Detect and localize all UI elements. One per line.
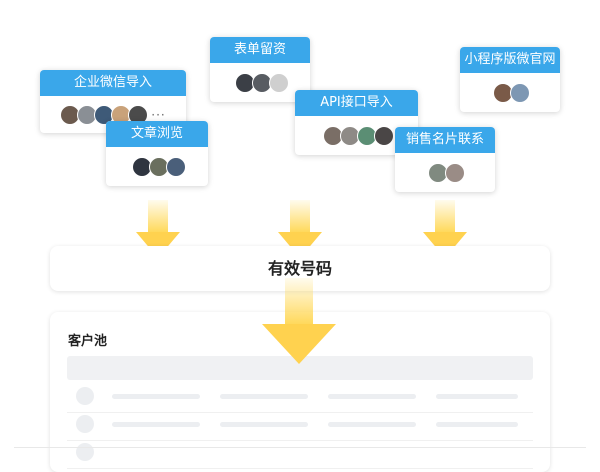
avatar-group <box>106 147 208 186</box>
cell-placeholder <box>112 422 200 427</box>
source-card-article: 文章浏览 <box>106 121 208 186</box>
more-avatars-indicator: ··· <box>151 107 166 122</box>
source-card-api: API接口导入 <box>295 90 418 155</box>
source-card-title: API接口导入 <box>295 90 418 116</box>
source-card-miniapp: 小程序版微官网 <box>460 47 560 112</box>
source-card-title: 销售名片联系 <box>395 127 495 153</box>
source-card-wecom: 企业微信导入 ··· <box>40 70 186 133</box>
avatar-placeholder <box>76 415 94 433</box>
cell-placeholder <box>436 394 518 399</box>
avatar <box>510 82 530 103</box>
avatar-placeholder <box>76 443 94 461</box>
cell-placeholder <box>328 394 416 399</box>
customer-pool-panel: 客户池 <box>50 312 550 472</box>
source-card-title: 表单留资 <box>210 37 310 63</box>
avatar-placeholder <box>76 387 94 405</box>
avatar-group <box>210 63 310 102</box>
table-row <box>67 410 533 441</box>
cell-placeholder <box>328 422 416 427</box>
valid-numbers-label: 有效号码 <box>267 259 332 278</box>
flow-arrow-main <box>262 278 336 364</box>
divider <box>14 447 586 448</box>
avatar-group <box>395 153 495 192</box>
source-card-title: 小程序版微官网 <box>460 47 560 73</box>
table-row <box>67 438 533 469</box>
avatar <box>373 125 394 146</box>
avatar <box>165 156 186 177</box>
avatar <box>268 72 289 93</box>
avatar-group <box>460 73 560 112</box>
cell-placeholder <box>112 394 200 399</box>
cell-placeholder <box>436 422 518 427</box>
source-card-title: 企业微信导入 <box>40 70 186 96</box>
avatar-group: ··· <box>40 96 186 133</box>
cell-placeholder <box>220 394 308 399</box>
source-card-form: 表单留资 <box>210 37 310 102</box>
cell-placeholder <box>220 422 308 427</box>
source-card-title: 文章浏览 <box>106 121 208 147</box>
source-card-business-card: 销售名片联系 <box>395 127 495 192</box>
avatar-group <box>295 116 418 155</box>
avatar <box>445 162 465 183</box>
customer-pool-title: 客户池 <box>68 334 108 349</box>
table-row <box>67 382 533 413</box>
